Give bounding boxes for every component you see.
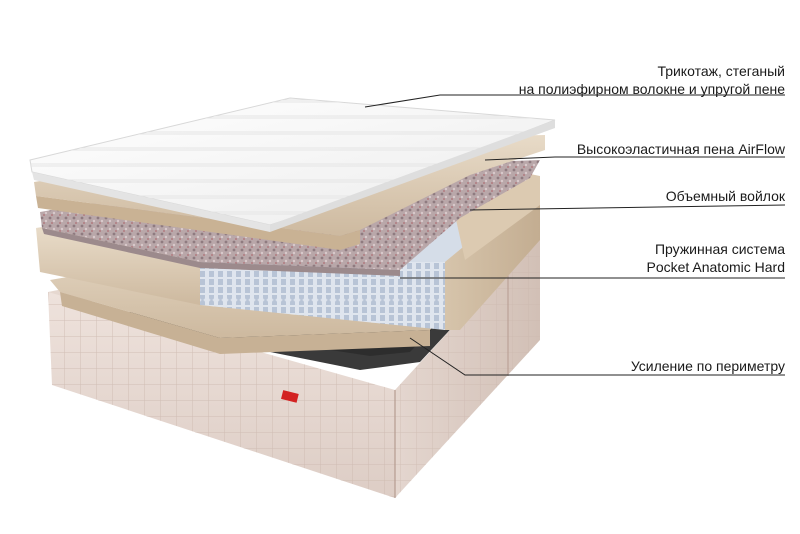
callout-felt-line-1: Объемный войлок bbox=[665, 188, 785, 204]
pocket-springs bbox=[200, 262, 445, 330]
callout-knit-cover-line-2: на полиэфирном волокне и упругой пене bbox=[518, 81, 785, 97]
callout-perimeter: Усиление по периметру bbox=[631, 357, 785, 375]
leader-line-felt bbox=[469, 204, 786, 211]
callout-airflow-foam-line-1: Высокоэластичная пена AirFlow bbox=[576, 141, 785, 157]
callout-perimeter-line-1: Усиление по периметру bbox=[630, 358, 785, 374]
callout-spring-system-line-1: Пружинная система bbox=[654, 241, 785, 257]
leader-line-airflow bbox=[484, 156, 785, 161]
callout-airflow-foam: Высокоэластичная пена AirFlow bbox=[577, 140, 785, 158]
foam-surround-left bbox=[36, 228, 200, 305]
leader-line-perimeter bbox=[409, 337, 785, 376]
callout-spring-system-line-2: Pocket Anatomic Hard bbox=[646, 259, 785, 275]
knit-cover-layer bbox=[29, 97, 556, 232]
leader-line-knit-cover bbox=[364, 94, 785, 108]
brand-tag bbox=[281, 390, 299, 403]
foam-surround-right bbox=[445, 200, 540, 330]
callout-felt: Объемный войлок bbox=[666, 187, 785, 205]
callout-knit-cover-line-1: Трикотаж, стеганый bbox=[657, 63, 785, 79]
leader-lines bbox=[364, 94, 786, 376]
callout-spring-system: Пружинная система Pocket Anatomic Hard bbox=[646, 240, 785, 276]
callout-knit-cover: Трикотаж, стеганый на полиэфирном волокн… bbox=[519, 62, 785, 98]
